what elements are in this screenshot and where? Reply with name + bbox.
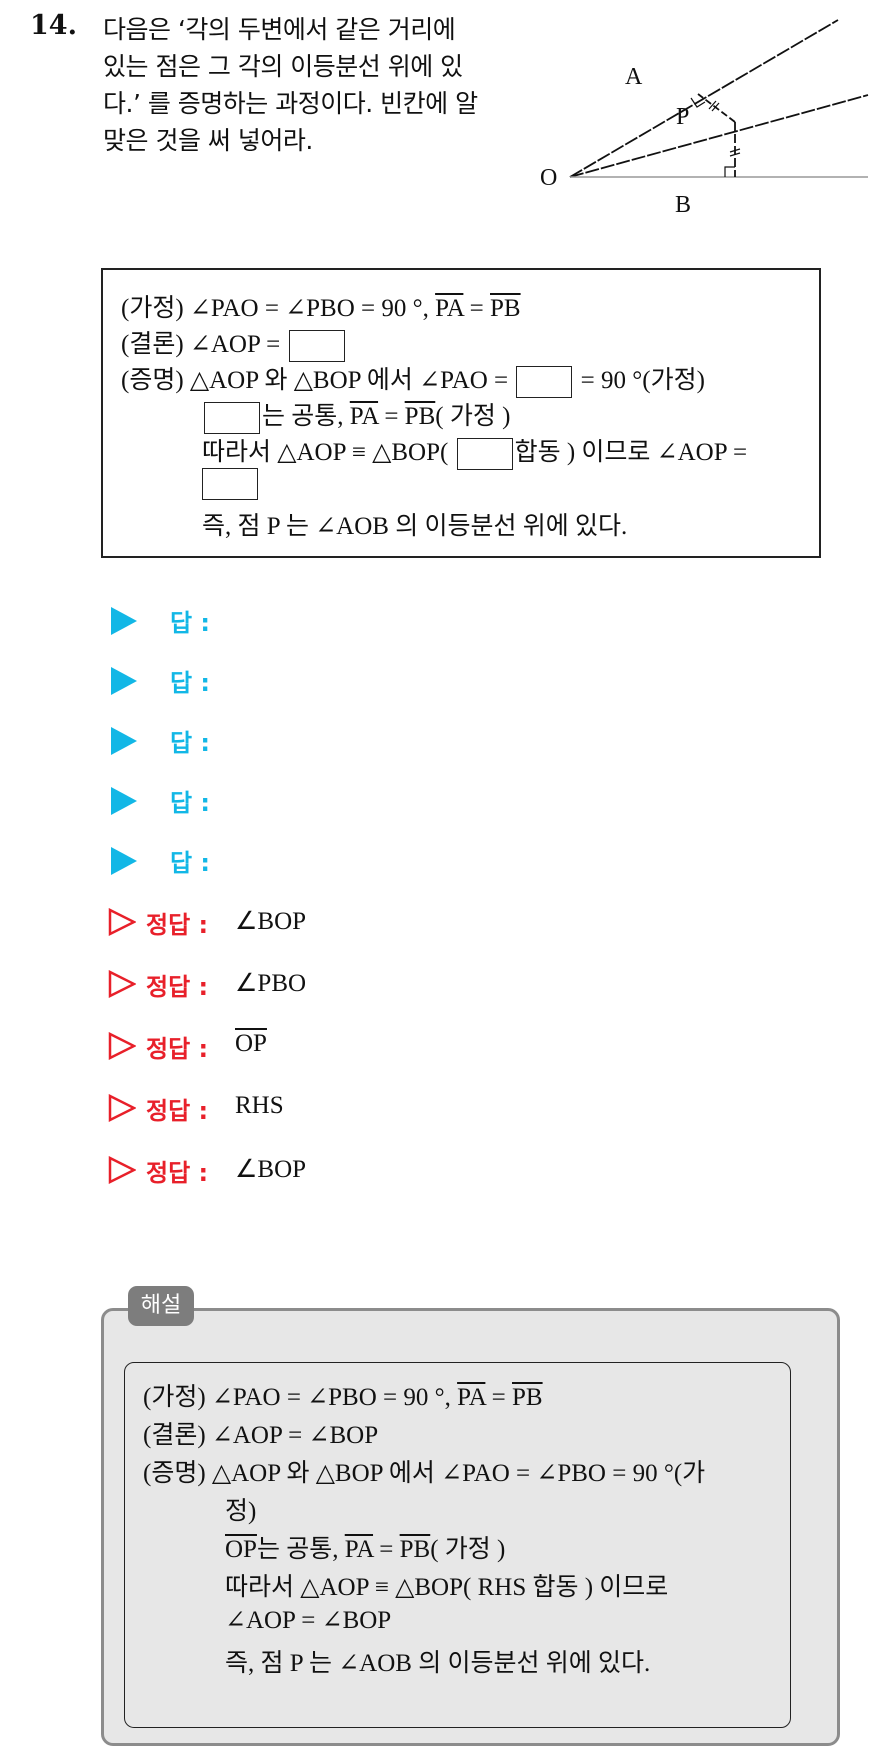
correct-label: 정답 :	[146, 911, 209, 939]
question-number: 14.	[30, 10, 77, 41]
question-stem-line-1: 다음은 ‘각의 두변에서 같은 거리에	[103, 15, 456, 44]
proof-box: (가정) ∠PAO = ∠PBO = 90 °, PA = PB (결론) ∠A…	[101, 268, 821, 558]
label-b: B	[675, 192, 691, 218]
correct-value: ∠BOP	[235, 1156, 307, 1183]
outline-triangle-icon	[108, 1032, 136, 1060]
proof-line-common: 는 공통, PA = PB( 가정 )	[202, 396, 510, 435]
tick-mark-a1	[708, 100, 717, 110]
correct-value: RHS	[235, 1092, 284, 1119]
outline-triangle-icon	[108, 1156, 136, 1184]
explanation-line-5: OP는 공통, PA = PB( 가정 )	[225, 1536, 506, 1563]
tick-mark-b2	[729, 152, 741, 157]
explanation-line-7: ∠AOP = ∠BOP	[225, 1607, 392, 1634]
play-triangle-icon	[111, 847, 137, 875]
right-angle-mark-a	[690, 97, 706, 108]
outline-triangle-icon	[108, 1094, 136, 1122]
proof-line-blank-5	[202, 468, 260, 500]
play-triangle-icon	[111, 727, 137, 755]
question-stem-line-4: 맞은 것을 써 넣어라.	[103, 126, 313, 155]
answer-label: 답 :	[170, 669, 211, 697]
explanation-line-1: (가정) ∠PAO = ∠PBO = 90 °, PA = PB	[143, 1384, 543, 1411]
label-o: O	[540, 165, 557, 191]
play-triangle-icon	[111, 667, 137, 695]
play-triangle-icon	[111, 787, 137, 815]
explanation-line-8: 즉, 점 P 는 ∠AOB 의 이등분선 위에 있다.	[225, 1650, 651, 1677]
label-p: P	[676, 104, 689, 130]
correct-label: 정답 :	[146, 973, 209, 1001]
right-angle-mark-b	[724, 166, 735, 177]
correct-value: ∠BOP	[235, 908, 307, 935]
question-stem-line-3: 다.’ 를 증명하는 과정이다. 빈칸에 알	[103, 89, 478, 118]
explanation-line-4: 정)	[225, 1498, 257, 1525]
blank-4[interactable]	[456, 438, 513, 471]
segment-pb-text: PB	[490, 295, 521, 322]
outline-triangle-icon	[108, 970, 136, 998]
label-a: A	[625, 64, 643, 90]
answer-label: 답 :	[170, 849, 211, 877]
ray-oa	[569, 19, 839, 178]
tick-mark-b1	[729, 148, 741, 153]
angle-bisector-figure: A P O B	[540, 19, 869, 218]
explanation-line-6: 따라서 △AOP ≡ △BOP( RHS 합동 ) 이므로	[225, 1574, 669, 1601]
blank-2[interactable]	[516, 366, 573, 399]
explanation-tag: 해설	[128, 1286, 194, 1326]
proof-line-conclusion: (결론) ∠AOP =	[121, 324, 347, 363]
answer-label: 답 :	[170, 789, 211, 817]
segment-pa	[697, 93, 736, 123]
correct-value: ∠PBO	[235, 970, 307, 997]
segment-pa-text: PA	[435, 295, 464, 322]
ray-op	[569, 94, 869, 178]
blank-1[interactable]	[288, 330, 345, 363]
proof-line-result: 즉, 점 P 는 ∠AOB 의 이등분선 위에 있다.	[202, 513, 628, 540]
explanation-line-3: (증명) △AOP 와 △BOP 에서 ∠PAO = ∠PBO = 90 °(가	[143, 1460, 706, 1487]
proof-line-proof: (증명) △AOP 와 △BOP 에서 ∠PAO = = 90 °(가정)	[121, 360, 705, 399]
proof-line-congruence: 따라서 △AOP ≡ △BOP( 합동 ) 이므로 ∠AOP =	[202, 432, 747, 471]
tick-mark-a2	[711, 102, 720, 112]
proof-line-assumption: (가정) ∠PAO = ∠PBO = 90 °, PA = PB	[121, 295, 521, 322]
explanation-line-2: (결론) ∠AOP = ∠BOP	[143, 1422, 379, 1449]
explanation-box: (가정) ∠PAO = ∠PBO = 90 °, PA = PB (결론) ∠A…	[124, 1362, 791, 1728]
blank-3[interactable]	[204, 402, 260, 435]
correct-value: OP	[235, 1030, 267, 1057]
outline-triangle-icon	[108, 908, 136, 936]
question-stem-line-2: 있는 점은 그 각의 이등분선 위에 있	[103, 52, 463, 81]
blank-5[interactable]	[202, 468, 258, 500]
correct-label: 정답 :	[146, 1035, 209, 1063]
answer-label: 답 :	[170, 729, 211, 757]
play-triangle-icon	[111, 607, 137, 635]
correct-label: 정답 :	[146, 1159, 209, 1187]
explanation-panel	[101, 1308, 840, 1746]
correct-label: 정답 :	[146, 1097, 209, 1125]
answer-label: 답 :	[170, 609, 211, 637]
